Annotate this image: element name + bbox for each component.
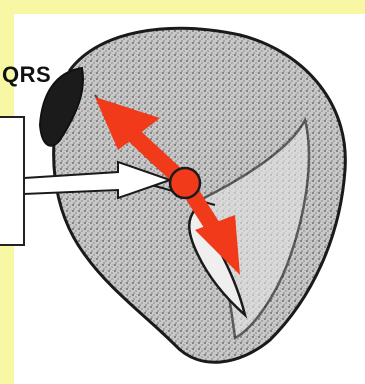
callout-box bbox=[0, 116, 25, 246]
qrs-label: QRS bbox=[2, 62, 51, 88]
origin-dot-icon bbox=[170, 168, 200, 198]
